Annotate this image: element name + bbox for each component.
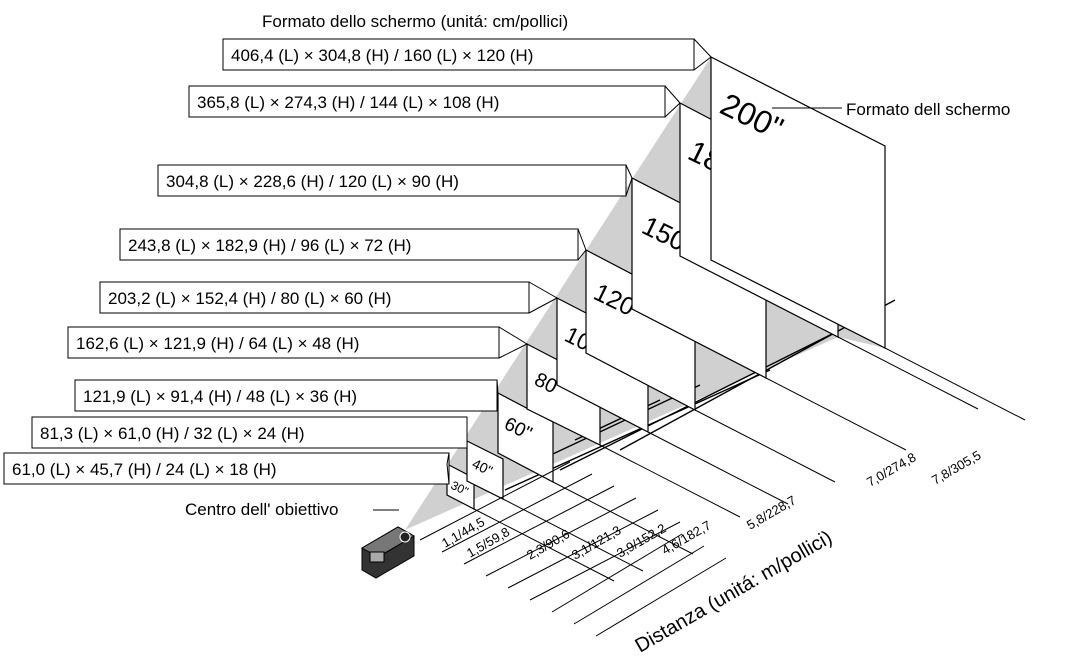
screen-format-label: Formato dell schermo xyxy=(846,100,1010,119)
dimension-leader xyxy=(446,463,450,485)
dimension-leader xyxy=(664,85,681,104)
dimension-box xyxy=(74,379,498,412)
dimension-leader xyxy=(693,38,712,58)
dimension-leader xyxy=(625,177,633,197)
distance-guide xyxy=(502,498,644,572)
distance-arrow xyxy=(573,545,705,625)
dimension-label: 121,9 (L) × 91,4 (H) / 48 (L) × 36 (H) xyxy=(83,387,357,406)
dimension-box xyxy=(67,326,500,359)
dimension-leader xyxy=(664,102,681,118)
distance-label: 7,0/274,8 xyxy=(864,449,918,489)
distance-label: 5,8/228,7 xyxy=(744,492,798,532)
dimension-label: 81,3 (L) × 61,0 (H) / 32 (L) × 24 (H) xyxy=(40,424,305,443)
distance-label: 3,9/152,2 xyxy=(614,520,668,560)
dimension-box xyxy=(3,452,450,485)
dimension-leader xyxy=(496,379,499,394)
distance-arrow xyxy=(551,533,683,613)
dimension-labels: 61,0 (L) × 45,7 (H) / 24 (L) × 18 (H) 81,… xyxy=(3,38,712,485)
dimension-leader xyxy=(577,249,587,261)
lens-center-label: Centro dell' obiettivo xyxy=(185,500,339,519)
floor-line xyxy=(559,329,841,471)
distance-guide xyxy=(599,444,741,518)
dimension-box xyxy=(119,228,579,261)
dimension-leader xyxy=(498,326,528,345)
dimension-leader xyxy=(625,164,633,179)
distance-guide xyxy=(884,347,1026,421)
distance-arrow xyxy=(595,557,727,637)
distance-guide xyxy=(765,377,907,451)
distance-arrow xyxy=(419,461,571,541)
dimension-leader xyxy=(528,281,558,299)
distance-arrow xyxy=(463,485,615,565)
diagram-title: Formato dello schermo (unitá: cm/pollici… xyxy=(262,12,568,31)
dimension-label: 61,0 (L) × 45,7 (H) / 24 (L) × 18 (H) xyxy=(12,460,277,479)
distance-arrow xyxy=(485,497,637,577)
dimension-label: 203,2 (L) × 152,4 (H) / 80 (L) × 60 (H) xyxy=(108,289,391,308)
dimension-box xyxy=(99,281,530,314)
dimension-leader xyxy=(496,392,499,412)
dimension-leader xyxy=(446,452,450,465)
screen-size-label: 30" xyxy=(449,478,471,498)
dimension-label: 365,8 (L) × 274,3 (H) / 144 (L) × 108 (H… xyxy=(197,93,499,112)
dimension-label: 162,6 (L) × 121,9 (H) / 64 (L) × 48 (H) xyxy=(76,334,359,353)
distance-arrow xyxy=(529,521,681,601)
dimension-label: 304,8 (L) × 228,6 (H) / 120 (L) × 90 (H) xyxy=(166,172,459,191)
distance-label: 4,6/182,7 xyxy=(659,517,713,557)
distance-guide xyxy=(694,409,836,483)
dimension-box xyxy=(157,164,627,197)
dimension-box xyxy=(31,416,468,449)
dimension-label: 406,4 (L) × 304,8 (H) / 160 (L) × 120 (H… xyxy=(231,46,533,65)
projector-icon xyxy=(360,526,416,579)
dimension-box xyxy=(188,85,666,118)
distance-arrow xyxy=(441,473,593,553)
dimension-leader xyxy=(577,228,587,251)
screens-group: 30"40"60"80"100"120"150"180"200" xyxy=(446,56,886,510)
dimension-leader xyxy=(498,343,528,359)
distance-guide xyxy=(552,481,694,555)
dimension-leader xyxy=(528,297,558,314)
distance-guide xyxy=(647,431,789,505)
dimension-box xyxy=(222,38,695,71)
distance-arrow xyxy=(507,509,659,589)
dimension-label: 243,8 (L) × 182,9 (H) / 96 (L) × 72 (H) xyxy=(128,236,411,255)
dimension-leader xyxy=(693,56,712,71)
distance-label: 7,8/305,5 xyxy=(929,447,983,487)
distance-label: 2,3/90,6 xyxy=(524,526,572,562)
distance-guide xyxy=(837,336,979,410)
